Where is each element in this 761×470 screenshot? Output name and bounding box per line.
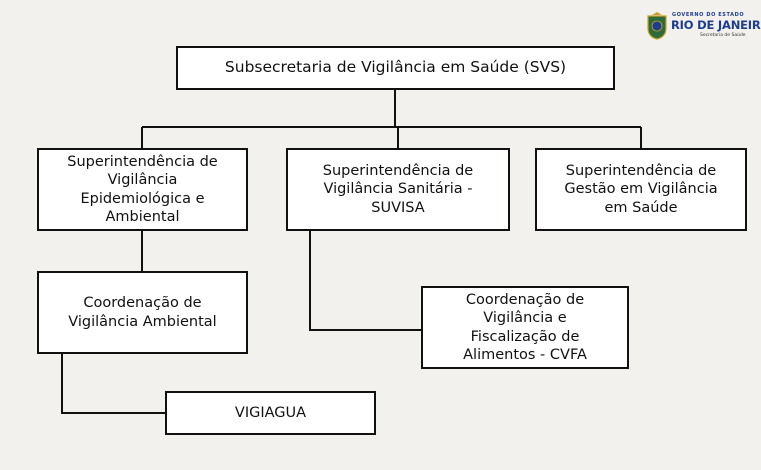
node-coordenacao-cvfa: Coordenação de Vigilância e Fiscalização…	[421, 286, 629, 369]
logo-rio-text: RIO DE JANEIRO	[671, 18, 761, 32]
connector-suvisa-to-cvfa	[309, 231, 421, 331]
node-vigiagua: VIGIAGUA	[165, 391, 376, 435]
node-svs: Subsecretaria de Vigilância em Saúde (SV…	[176, 46, 615, 90]
node-superintendencia-sanitaria: Superintendência de Vigilância Sanitária…	[286, 148, 510, 231]
crest-icon	[647, 12, 667, 40]
node-superintendencia-gestao: Superintendência de Gestão em Vigilância…	[535, 148, 747, 231]
logo-governo-text: GOVERNO DO ESTADO	[672, 12, 745, 18]
node-coordenacao-ambiental: Coordenação de Vigilância Ambiental	[37, 271, 248, 354]
connector-amb-to-vigiagua	[61, 354, 165, 414]
logo-secretaria-text: Secretaria de Saúde	[700, 33, 746, 38]
node-superintendencia-epidemiologica: Superintendência de Vigilância Epidemiol…	[37, 148, 248, 231]
government-logo: GOVERNO DO ESTADO RIO DE JANEIRO Secreta…	[646, 10, 761, 44]
